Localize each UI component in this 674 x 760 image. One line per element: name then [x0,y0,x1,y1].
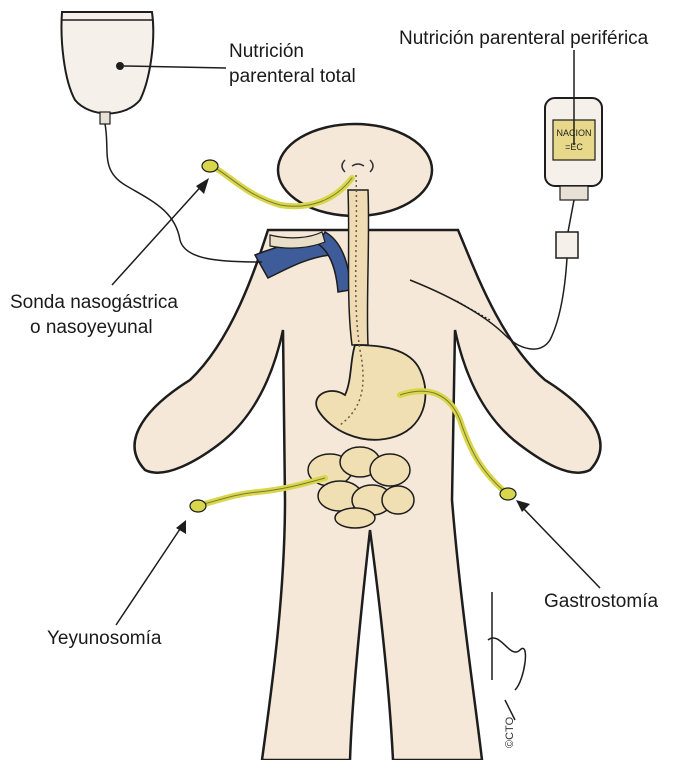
leader-ng [112,182,205,285]
label-tpn-line1: Nutrición [229,41,304,62]
leader-gastro [522,507,600,588]
artist-signature [488,592,525,720]
ng-tube-connector [202,160,218,172]
gastrostomy-connector [500,488,516,500]
tpn-bag [62,12,154,124]
label-yeyunosomia: Yeyunosomía [47,628,162,649]
jejunostomy-connector [190,500,206,512]
esophagus [348,190,369,345]
copyright-cto: ©CTO [504,716,516,748]
tpn-bag-marker [116,62,124,70]
label-ppn: Nutrición parenteral periférica [399,28,649,49]
label-ng-line2: o nasoyeyunal [30,317,153,338]
arrow-ng [196,178,209,194]
label-tpn-line2: parenteral total [229,66,356,87]
leader-yeyuno [116,526,182,625]
label-gastrostomia: Gastrostomía [544,591,658,612]
tpn-line [105,124,262,262]
label-ng-line1: Sonda nasogástrica [10,292,178,313]
arrow-gastro [516,500,530,512]
